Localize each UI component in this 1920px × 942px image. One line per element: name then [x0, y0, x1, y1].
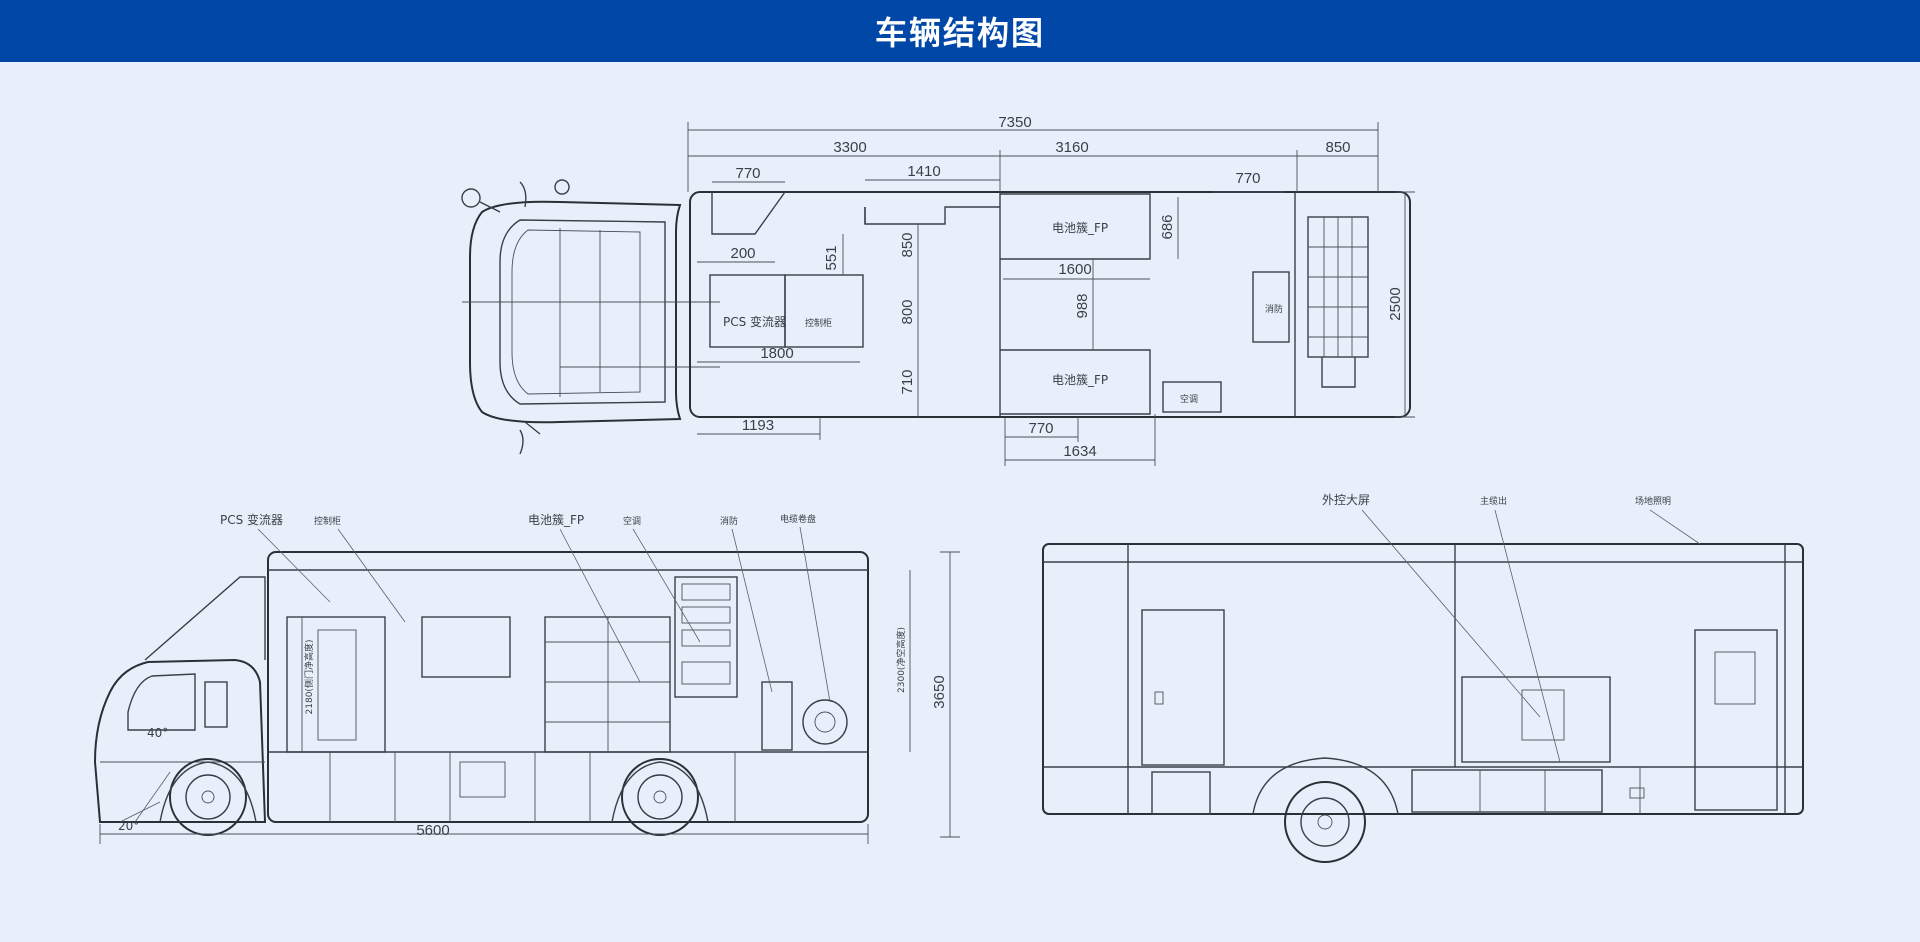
right-label-light: 场地照明 — [1635, 495, 1671, 507]
dim-3300: 3300 — [833, 139, 866, 156]
side-box-outline — [267, 551, 869, 823]
top-label-ctrl: 控制柜 — [805, 317, 832, 329]
dim-3650: 3650 — [931, 675, 948, 708]
right-control-panel — [1411, 769, 1603, 813]
dim-850: 850 — [1325, 139, 1350, 156]
page-header: 车辆结构图 — [0, 0, 1920, 62]
right-rear-wheel — [1284, 781, 1366, 863]
angle-40: 40° — [147, 726, 168, 740]
dim-2180: 2180(侧门净高度) — [303, 640, 315, 715]
side-label-ac: 空调 — [623, 515, 641, 527]
top-label-bat1: 电池簇_FP — [1052, 220, 1108, 235]
dim-770-b: 770 — [1235, 170, 1260, 187]
top-cab-inner — [499, 219, 666, 405]
right-label-screen: 外控大屏 — [1322, 493, 1370, 507]
side-rear-wheel — [621, 758, 699, 836]
dim-1600: 1600 — [1058, 261, 1091, 278]
dim-1800: 1800 — [760, 345, 793, 362]
mirror-left-icon — [461, 188, 481, 208]
top-cab-outline — [469, 200, 682, 424]
side-label-fire: 消防 — [720, 515, 738, 527]
top-label-bat2: 电池簇_FP — [1052, 372, 1108, 387]
right-label-cable: 主缆出 — [1480, 495, 1507, 507]
side-label-bat: 电池簇_FP — [528, 512, 584, 527]
top-label-ac: 空调 — [1180, 393, 1198, 405]
side-label-ctrl: 控制柜 — [314, 515, 341, 527]
side-door-left — [286, 616, 386, 753]
dim-3160: 3160 — [1055, 139, 1088, 156]
side-view-left: 5600 3650 2300(净空高度) 2180(侧门净高度) 40° 20°… — [93, 512, 960, 844]
top-box-outline — [689, 191, 1411, 418]
outdoor-screen — [1461, 676, 1611, 763]
page-title: 车辆结构图 — [874, 14, 1045, 52]
top-view: 7350 3300 3160 850 770 1410 770 200 551 … — [461, 114, 1415, 466]
side-window-left — [421, 616, 511, 678]
cable-reel-icon — [802, 699, 848, 745]
side-front-wheel — [169, 758, 247, 836]
side-cab-outline — [93, 658, 267, 823]
top-label-pcs: PCS 变流器 — [723, 314, 786, 329]
top-cab-windshield — [511, 229, 641, 395]
angle-20: 20° — [118, 819, 139, 833]
side-cabinet — [544, 616, 671, 753]
mirror-right-icon — [554, 179, 570, 195]
dim-770-a: 770 — [735, 165, 760, 182]
side-view-right: 外控大屏 主缆出 场地照明 — [1042, 493, 1804, 863]
dim-2300: 2300(净空高度) — [895, 627, 907, 693]
side-label-reel: 电缆卷盘 — [780, 513, 816, 525]
dim-1634: 1634 — [1063, 443, 1096, 460]
dim-1193: 1193 — [742, 417, 774, 434]
vehicle-drawing: 7350 3300 3160 850 770 1410 770 200 551 … — [93, 114, 1804, 863]
dim-5600: 5600 — [416, 822, 449, 839]
right-door-rear — [1694, 629, 1778, 811]
right-door-left — [1141, 609, 1225, 766]
dim-800: 800 — [899, 299, 916, 324]
dim-850-v: 850 — [899, 232, 916, 257]
side-panel — [674, 576, 738, 698]
dim-686: 686 — [1159, 214, 1176, 239]
dim-2500: 2500 — [1387, 287, 1404, 320]
dim-200: 200 — [730, 245, 755, 262]
dim-770-c: 770 — [1028, 420, 1053, 437]
right-body-outline — [1042, 543, 1804, 815]
dim-710: 710 — [899, 369, 916, 394]
dim-988: 988 — [1074, 293, 1091, 318]
dim-total: 7350 — [998, 114, 1031, 131]
top-label-fire: 消防 — [1265, 303, 1283, 315]
side-label-pcs: PCS 变流器 — [220, 512, 283, 527]
dim-551: 551 — [823, 245, 840, 270]
dim-1410: 1410 — [907, 163, 940, 180]
